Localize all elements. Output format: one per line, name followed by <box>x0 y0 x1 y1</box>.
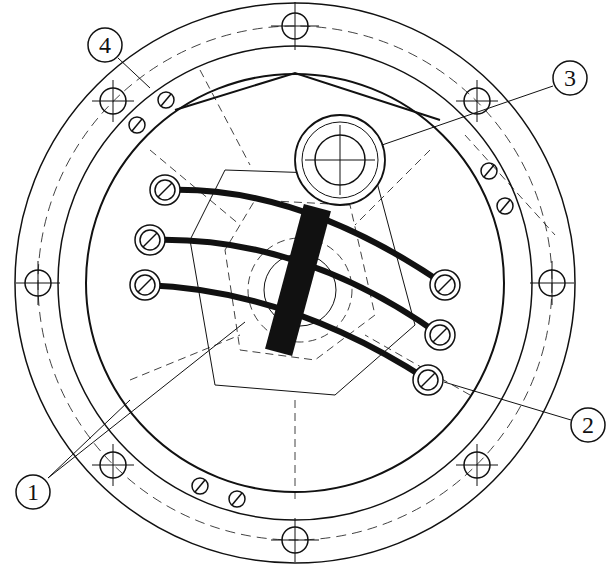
screw-slot <box>438 278 452 292</box>
callout-ring <box>88 28 122 62</box>
callout-number: 1 <box>27 480 39 504</box>
screw-slot <box>195 480 205 492</box>
opening-top-edge <box>175 73 440 120</box>
center-mark <box>295 2 296 50</box>
gland-head <box>418 370 438 390</box>
gland-head <box>435 275 455 295</box>
gland-head <box>140 230 160 250</box>
screw-slot <box>158 183 172 197</box>
hidden-line <box>295 400 296 500</box>
inner-frame <box>190 170 415 395</box>
ring-screw <box>481 163 497 179</box>
leader-line <box>382 86 553 145</box>
callout-circle: 2 <box>570 407 606 443</box>
screw-slot <box>433 328 447 342</box>
fitting-ring <box>302 122 378 198</box>
gland-head <box>430 325 450 345</box>
callout-number: 4 <box>99 33 111 57</box>
center-mark <box>113 444 114 486</box>
screw-slot <box>421 373 435 387</box>
center-mark <box>340 125 341 195</box>
center-mark <box>295 518 296 562</box>
callout-circle: 1 <box>15 474 51 510</box>
callout-circle: 3 <box>552 60 588 96</box>
ring-screw <box>497 198 513 214</box>
leader-line <box>48 322 245 478</box>
screw-slot <box>500 200 510 212</box>
callout-number: 2 <box>582 413 594 437</box>
cable-gland <box>130 270 160 300</box>
screw-slot <box>143 233 157 247</box>
cable-gland <box>413 365 443 395</box>
ring-screw <box>129 117 145 133</box>
leader-line <box>48 400 130 478</box>
center-mark <box>38 261 39 305</box>
ring-screw <box>192 478 208 494</box>
screw-slot <box>132 119 142 131</box>
cable-gland <box>150 175 180 205</box>
callout-ring <box>16 475 50 509</box>
cable-gland <box>425 320 455 350</box>
hidden-line <box>365 335 470 395</box>
hidden-line <box>130 335 240 380</box>
cable-gland <box>430 270 460 300</box>
screw-slot <box>138 278 152 292</box>
callout-circle: 4 <box>87 27 123 63</box>
callout-number: 3 <box>564 66 576 90</box>
center-mark <box>113 80 114 122</box>
bolt-circle <box>38 26 552 540</box>
screw-slot <box>161 94 171 106</box>
hidden-line <box>465 135 555 235</box>
ring-screw <box>229 491 245 507</box>
flange-ring-edge <box>58 46 532 520</box>
callout-ring <box>571 408 605 442</box>
clamp-bar <box>265 204 331 356</box>
screw-slot <box>484 165 494 177</box>
round-fitting <box>295 115 385 205</box>
center-mark <box>477 80 478 122</box>
center-mark <box>552 261 553 305</box>
flange-outer-edge <box>15 3 575 563</box>
callout-ring <box>553 61 587 95</box>
gland-head <box>135 275 155 295</box>
ring-screw <box>158 92 174 108</box>
leader-line <box>444 382 571 420</box>
center-mark <box>477 444 478 486</box>
leader-line <box>118 58 150 88</box>
hidden-line <box>200 70 250 165</box>
screw-slot <box>232 493 242 505</box>
gland-head <box>155 180 175 200</box>
cable-gland <box>135 225 165 255</box>
